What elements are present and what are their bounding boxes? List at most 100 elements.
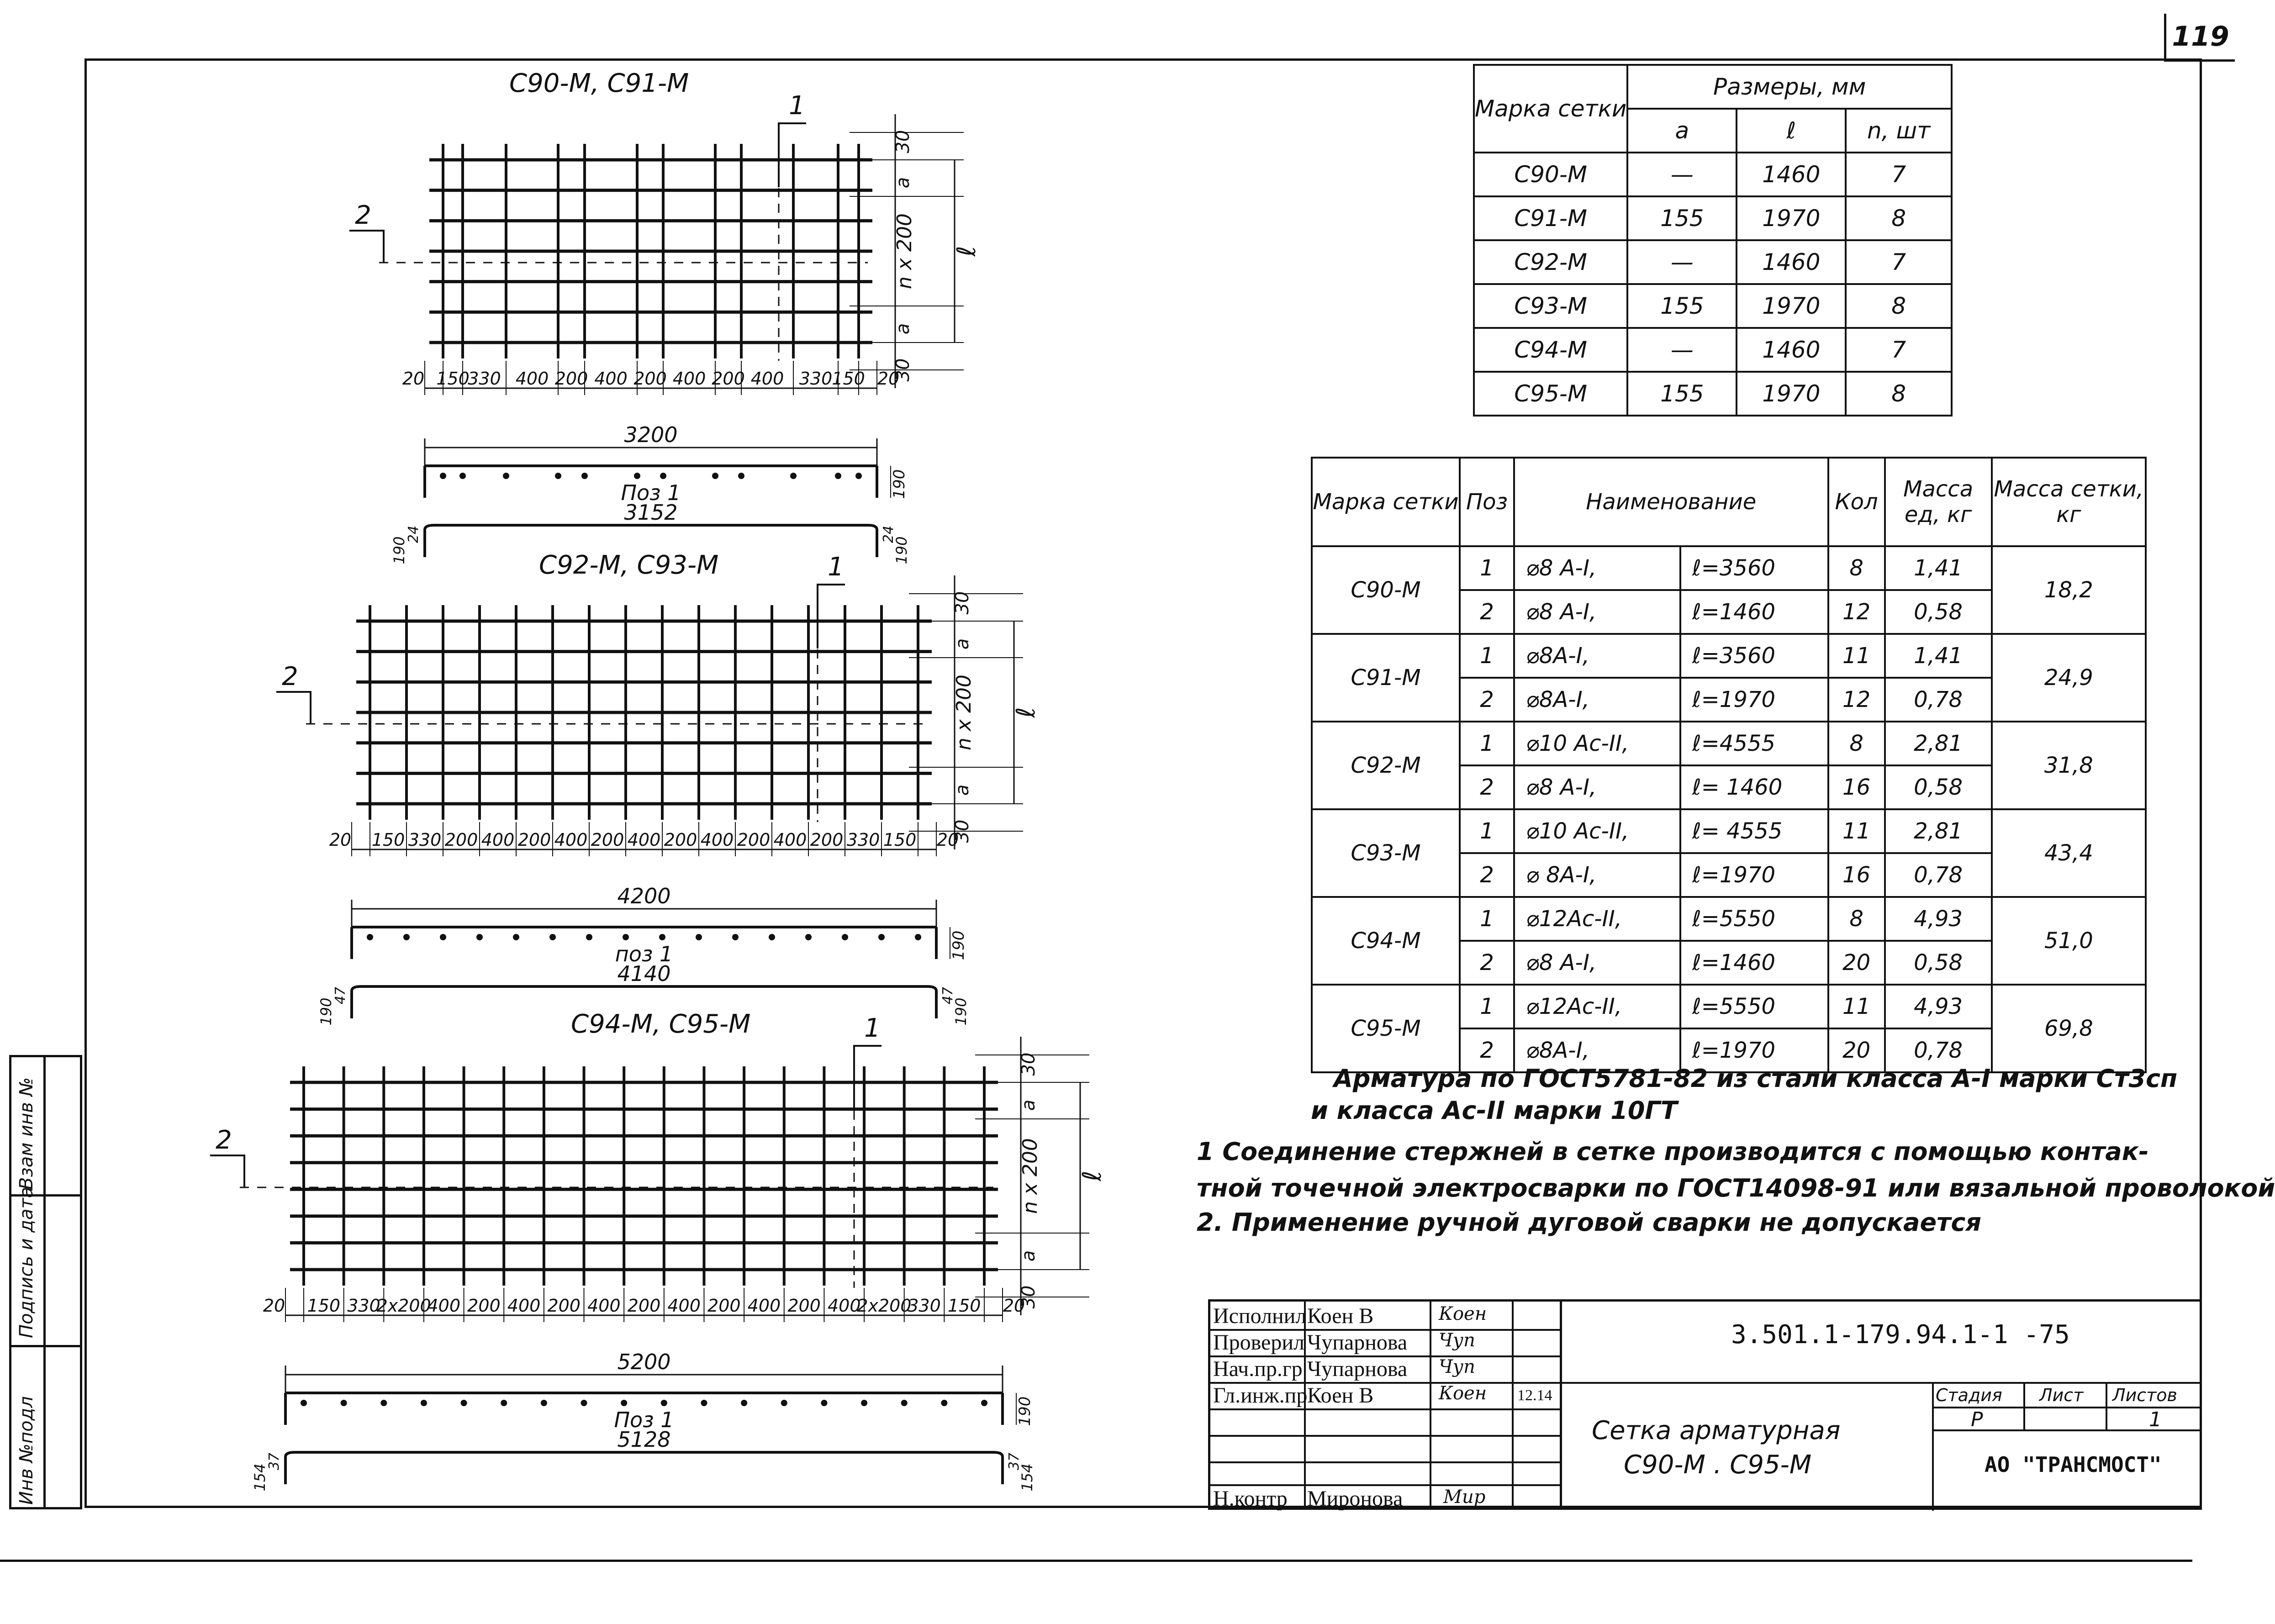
side-dim-bot: 30 [952,820,973,843]
bar-cross-dot [440,473,446,479]
tb-date: 12.14 [1517,1387,1552,1404]
t2-cell-pos: 1 [1459,545,1515,591]
t2-cell-mass-net: 24,9 [1990,633,2147,722]
t1-cell-mark: С95-М [1473,371,1629,417]
bar-cross-dot [367,934,373,940]
bar-cross-dot [581,473,588,479]
t2-cell-name: ⌀10 Ас-II, [1513,721,1681,766]
bar-cross-dot [420,1400,427,1406]
dim-value: 400 [667,1296,701,1316]
t2-cell-length: ℓ=1970 [1679,677,1829,722]
t2-cell-name: ⌀8А-I, [1513,677,1681,722]
dim-value: 200 [707,1296,741,1316]
bar-cross-dot [460,1400,467,1406]
t2-cell-mark: С91-М [1311,633,1461,722]
side-dim-a1: a [892,177,913,189]
dim-value: 400 [481,830,515,850]
bar-cross-dot [380,1400,387,1406]
t1-header-a: a [1626,108,1738,153]
t1-cell-n: 8 [1845,371,1953,417]
t2-header-mass-unit: Масса ед, кг [1884,457,1993,547]
t1-cell-a: — [1626,239,1738,285]
t2-cell-length: ℓ=5550 [1679,984,1829,1029]
side-dim-a2: a [892,323,913,335]
tb-name: Коен В [1307,1383,1374,1408]
end-dim-right-a: 47 [940,987,956,1004]
side-dim-mid: n x 200 [952,675,976,750]
dim-value: 330 [468,369,501,389]
side-dim-top: 30 [1018,1053,1039,1076]
bar-cross-dot [878,934,885,940]
bar-length-value: 5128 [617,1427,670,1452]
end-dim-right-b: 190 [893,536,910,564]
tb-name: Коен В [1307,1304,1374,1328]
t2-cell-length: ℓ=1970 [1679,1028,1829,1073]
end-dim-left-b: 24 [406,526,422,543]
leader-1-label: 1 [864,1013,881,1043]
leader-2-label: 2 [282,662,298,691]
bar-cross-dot [855,473,862,479]
t2-cell-length: ℓ= 4555 [1679,808,1829,854]
dim-value: 400 [828,1296,861,1316]
bar-cross-dot [540,1400,547,1406]
leader-2 [349,230,385,263]
overall-dim-value: 3200 [624,422,677,447]
t2-cell-qty: 11 [1827,808,1886,854]
dim-value: 200 [787,1296,821,1316]
bar-cross-dot [835,473,841,479]
t2-cell-mark: С94-М [1311,896,1461,986]
t1-header-n: n, шт [1845,108,1953,153]
bar-cross-dot [621,1400,628,1406]
dim-value: 20 [877,369,899,389]
tb-header-stage: Стадия [1936,1385,2002,1405]
t2-cell-length: ℓ=3560 [1679,545,1829,591]
overall-dim-value: 4200 [617,884,670,908]
t2-cell-name: ⌀12Ас-II, [1513,896,1681,942]
t2-cell-mass-unit: 0,78 [1884,852,1993,898]
leader-2 [276,691,311,724]
t1-cell-a: 155 [1626,371,1738,417]
bar-cross-dot [901,1400,908,1406]
leader-2-label: 2 [216,1125,232,1155]
dim-value: 150 [307,1296,341,1316]
t2-cell-pos: 1 [1459,896,1515,942]
t2-cell-length: ℓ=1460 [1679,940,1829,986]
bar-cross-dot [861,1400,868,1406]
t1-header-l: ℓ [1736,108,1847,153]
tb-role: Гл.инж.пр [1213,1383,1308,1408]
dim-value: 400 [554,830,588,850]
t2-cell-qty: 20 [1827,1028,1886,1073]
t2-cell-mass-unit: 0,58 [1884,589,1993,635]
end-dim-right-b: 154 [1019,1463,1036,1491]
t1-cell-a: — [1626,327,1738,373]
bar-cross-dot [513,934,519,940]
leader-1-label: 1 [789,91,805,121]
t1-cell-a: — [1626,152,1738,197]
dim-value: 330 [408,830,442,850]
side-dim-a2: a [952,785,973,796]
bar-cross-dot [941,1400,948,1406]
tb-sign: Коен [1439,1383,1487,1404]
tb-organization: АО "ТРАНСМОСТ" [1985,1452,2162,1477]
t2-cell-name: ⌀8 А-I, [1513,545,1681,591]
bar-cross-dot [981,1400,987,1406]
dim-value: 150 [832,369,865,389]
t2-cell-mass-unit: 4,93 [1884,896,1993,942]
note-line-4: тной точечной электросварки по ГОСТ14098… [1197,1174,2275,1202]
t2-cell-name: ⌀12Ас-II, [1513,984,1681,1029]
t2-header-mark: Марка сетки [1311,457,1461,547]
t1-cell-l: 1460 [1736,327,1847,373]
side-dim-top: 30 [892,130,913,153]
bar-length-value: 3152 [624,500,677,525]
side-dim-a2: a [1018,1250,1039,1262]
t2-cell-mass-unit: 0,78 [1884,1028,1993,1073]
bar-cross-dot [769,934,775,940]
t2-cell-qty: 20 [1827,940,1886,986]
t2-cell-mass-unit: 0,78 [1884,677,1993,722]
t2-cell-name: ⌀8 А-I, [1513,765,1681,810]
